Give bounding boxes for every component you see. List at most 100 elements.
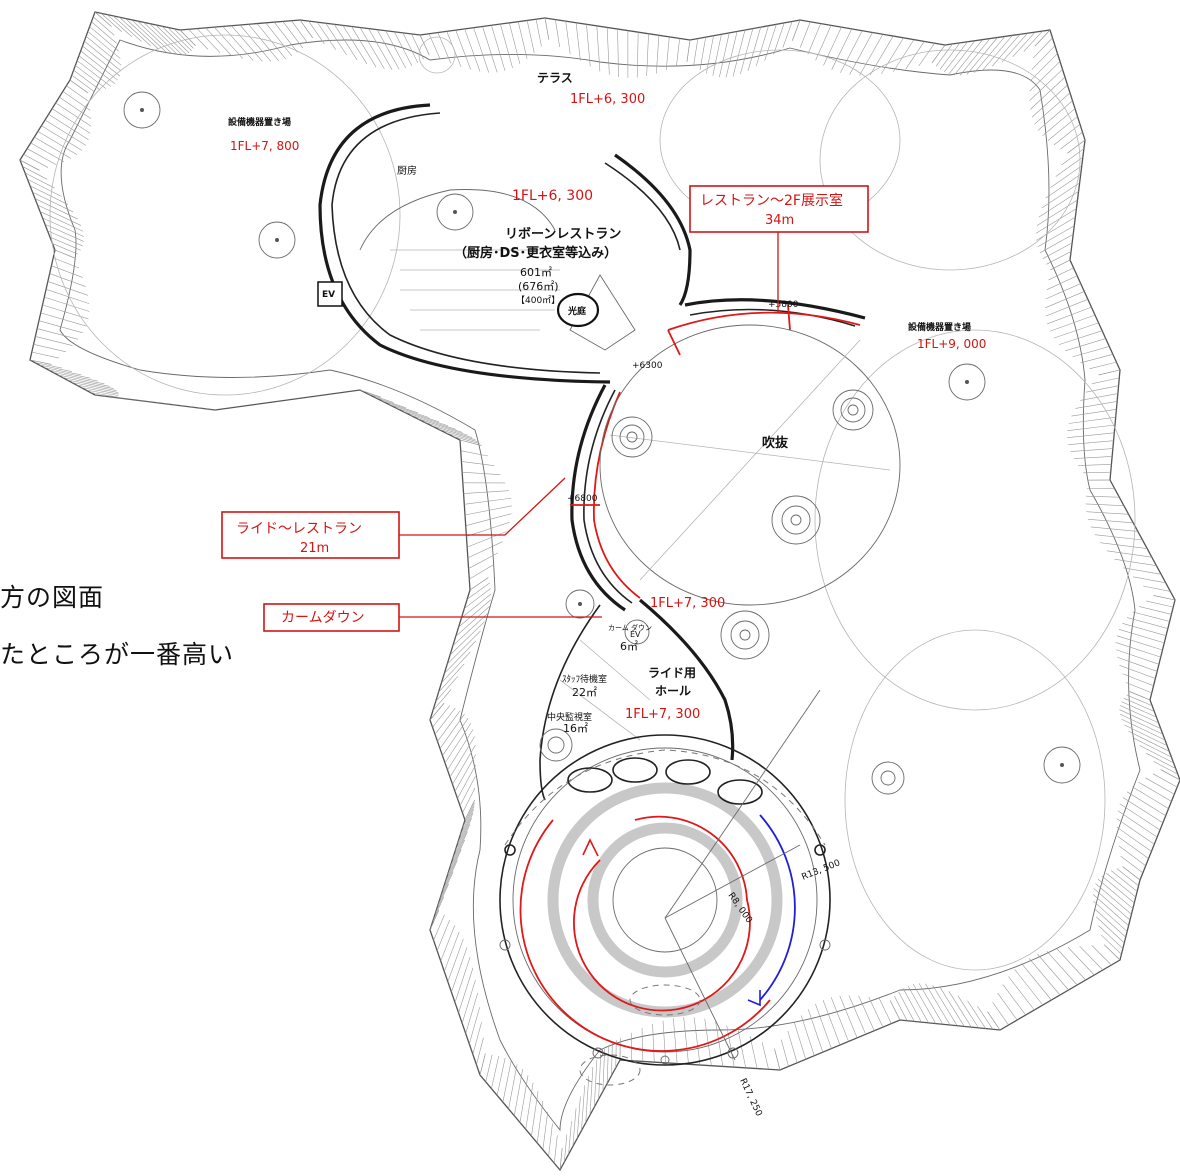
- hatch-line: [1075, 401, 1118, 409]
- hatch-line: [881, 37, 904, 75]
- hatch-line: [468, 1007, 480, 1045]
- hatch-line: [1037, 225, 1075, 248]
- hatch-line: [513, 1069, 523, 1116]
- hatch-line: [1014, 969, 1044, 1006]
- hatch-line: [1117, 835, 1149, 859]
- hatch-line: [1029, 61, 1061, 92]
- hatch-line: [447, 729, 474, 771]
- hatch-line: [747, 27, 762, 71]
- hatch-line: [1034, 92, 1071, 125]
- hatch-line: [1035, 208, 1077, 234]
- hatch-line: [235, 406, 269, 414]
- hatch-line: [299, 19, 313, 39]
- hatch-line: [1125, 682, 1152, 694]
- hatch-line: [526, 20, 535, 54]
- hatch-line: [1045, 299, 1088, 317]
- atrium-label: 吹抜: [762, 435, 789, 451]
- hatch-line: [555, 19, 560, 48]
- hatch-line: [37, 131, 78, 155]
- hatch-line: [29, 185, 69, 205]
- hatch-line: [1001, 33, 1028, 62]
- hatch-line: [274, 21, 298, 53]
- hatch-line: [459, 776, 476, 806]
- hatch-line: [87, 31, 121, 59]
- hatch-line: [308, 396, 353, 410]
- hatch-line: [548, 1123, 553, 1157]
- hatch-line: [424, 421, 468, 436]
- hatch-line: [246, 405, 284, 414]
- hatch-line: [1033, 37, 1053, 59]
- hatch-line: [1056, 948, 1086, 981]
- hatch-line: [1119, 665, 1156, 679]
- hatch-line: [1029, 69, 1063, 101]
- hatch-line: [1098, 369, 1121, 376]
- hatch-line: [918, 43, 935, 67]
- hatch-line: [458, 967, 474, 1013]
- hatch-line: [89, 26, 119, 52]
- hatch-line: [22, 166, 48, 180]
- hatch-line: [119, 16, 151, 46]
- atrium-block: [570, 298, 901, 612]
- hatch-line: [565, 21, 571, 55]
- hatch-line: [277, 401, 324, 413]
- hatch-line: [987, 1011, 1001, 1031]
- hatch-line: [394, 31, 413, 66]
- hatch-line: [1048, 267, 1074, 281]
- hatch-line: [792, 19, 801, 41]
- hatch-line: [849, 32, 873, 75]
- hatch-line: [939, 42, 961, 70]
- hatch-line: [740, 28, 754, 75]
- hatch-line: [351, 26, 377, 68]
- hatch-line: [466, 582, 490, 600]
- hatch-line: [1129, 691, 1151, 701]
- hatch-line: [1122, 673, 1154, 686]
- hatch-line: [45, 289, 90, 304]
- hatch-line: [26, 148, 57, 166]
- hatch-line: [606, 27, 610, 75]
- hatch-line: [563, 1134, 568, 1163]
- hatch-line: [1085, 503, 1124, 507]
- hatch-line: [434, 883, 449, 915]
- hatch-line: [544, 17, 550, 40]
- hatch-line: [431, 425, 473, 438]
- hatch-line: [91, 21, 117, 44]
- hatch-line: [726, 1025, 735, 1068]
- hatch-line: [1072, 346, 1110, 358]
- hatch-line: [1139, 745, 1174, 764]
- hatch-line: [464, 800, 475, 821]
- hatch-line: [149, 23, 183, 56]
- hatch-line: [459, 439, 482, 446]
- hatch-line: [894, 995, 908, 1021]
- hatch-line: [42, 217, 85, 237]
- hatch-line: [188, 29, 209, 50]
- hatch-line: [461, 461, 495, 467]
- hatch-line: [476, 1037, 484, 1065]
- hatch-line: [715, 1021, 724, 1067]
- hatch-line: [49, 236, 81, 251]
- equipment-west-label: 設備機器置き場: [228, 116, 291, 128]
- hatch-line: [1121, 701, 1157, 718]
- hatch-line: [265, 22, 293, 57]
- hatch-line: [463, 490, 509, 494]
- hatch-line: [1110, 870, 1138, 892]
- monitor-room-label: 中央監視室: [547, 711, 592, 723]
- level-6300: +6300: [632, 361, 663, 371]
- hatch-line: [23, 154, 49, 168]
- hatch-line: [1118, 629, 1165, 644]
- hatch-line: [782, 21, 793, 48]
- hatch-line: [940, 987, 965, 1027]
- hatch-line: [907, 985, 929, 1024]
- hatch-line: [27, 179, 62, 197]
- hatch-line: [432, 896, 445, 923]
- restaurant-sub: （厨房･DS･更衣室等込み）: [454, 245, 617, 261]
- hatch-line: [1122, 866, 1141, 881]
- hatch-line: [1119, 709, 1161, 729]
- hatch-line: [44, 224, 84, 242]
- hatch-line: [80, 50, 119, 81]
- hatch-line: [1123, 697, 1155, 712]
- hatch-line: [500, 23, 513, 68]
- hatch-line: [1101, 875, 1135, 904]
- ride-hall-label: ライド用: [648, 666, 696, 680]
- hatch-line: [1090, 526, 1138, 532]
